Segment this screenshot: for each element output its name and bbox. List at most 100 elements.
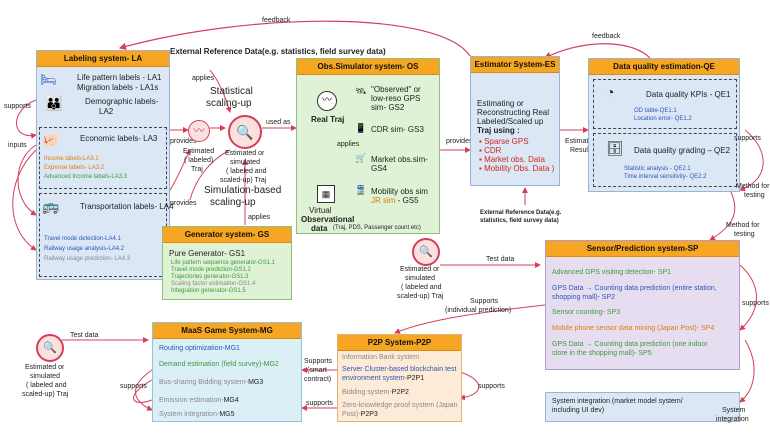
applies-gs-label: applies	[248, 214, 271, 221]
data-note-label: (Traj, PDS, Passenger count etc)	[333, 225, 421, 231]
est-sim-label-4: scaled-up) Traj	[220, 177, 267, 184]
est-sim-mid-label-4: scaled-up) Traj	[397, 293, 444, 300]
traj-search-icon-left: 🔍	[36, 334, 64, 362]
generator-panel: Generator system- GS Pure Generator- GS1…	[162, 226, 292, 300]
observational-label: Observational	[301, 215, 355, 224]
method-testing-label-2: testing	[744, 192, 765, 199]
supports-qe-label: supports	[734, 135, 761, 142]
feedback-right-label: feedback	[592, 33, 621, 40]
system-integration-panel: System integration (market model system/…	[545, 392, 740, 422]
traj-icon-labeled: 〰	[188, 120, 210, 142]
sp-item-2a: GPS Data → Counting data prediction (ent…	[552, 285, 717, 292]
mg-item-3: Bus-sharing Bidding system-MG3	[159, 379, 264, 386]
supports-right-label: supports	[742, 300, 769, 307]
economic-group: 🐖 Economic labels- LA3 Income labels-LA3…	[39, 127, 167, 189]
system-integration-label-2: integration	[716, 416, 749, 423]
piggy-bank-icon: 🐖	[42, 132, 60, 148]
data-quality-title: Data quality estimation-QE	[589, 59, 739, 75]
real-traj-label: Real Traj	[311, 115, 345, 124]
p2p-item-1: Information Bank system	[342, 354, 420, 361]
bus-icon: 🚌	[42, 198, 60, 214]
train-icon: 🚆	[355, 185, 367, 195]
mg-item-4: Emission estimation-MG4	[159, 397, 239, 404]
jr-sim-label: JR sim - GS5	[371, 196, 419, 205]
p2p-panel: P2P System-P2P Information Bank system S…	[337, 334, 462, 422]
simulation-based-label-2: scaling-up	[210, 197, 256, 208]
sp-item-2b: shopping mall)- SP2	[552, 294, 616, 301]
market-sim-label: Market obs.sim-	[371, 155, 428, 164]
gps-sim-label-3: sim- GS2	[371, 103, 405, 112]
sensor-prediction-panel: Sensor/Prediction system-SP Advanced GPS…	[545, 240, 740, 370]
os-applies-label: applies	[337, 141, 360, 148]
sp-item-1: Advanced GPS visiting detection- SP1	[552, 269, 672, 276]
est-sim-left-label-4: scaled-up) Traj	[22, 391, 69, 398]
mg-item-2: Demand estimation (field survey)-MG2	[159, 361, 279, 368]
feedback-top-label: feedback	[262, 17, 291, 24]
cdr-sim-label: CDR sim- GS3	[371, 125, 424, 134]
es-item-2: ▪ CDR	[479, 146, 502, 155]
satellite-icon: 🛰	[355, 86, 367, 96]
travel-mode-label: Travel mode detection-LA4.1	[44, 236, 121, 242]
supports-left-label: supports	[4, 103, 31, 110]
mg-item-1: Routing optimization-MG1	[159, 345, 240, 352]
gs-item-1: Life pattern sequence generator-GS1.1	[171, 260, 276, 266]
p2p-item-2b: environment system-P2P1	[342, 375, 425, 382]
method-testing-label-4: testing	[734, 231, 755, 238]
sp-item-5a: GPS Data → Counting data prediction (one…	[552, 341, 708, 348]
supports-pred-label: Supports	[470, 298, 499, 305]
gs-item-3: Trajectories generator-GS1.3	[171, 274, 249, 280]
location-error-label: Location error- QE1.2	[634, 116, 692, 122]
p2p-title: P2P System-P2P	[338, 335, 461, 351]
est-sim-mid-label-2: simulated	[405, 275, 435, 282]
gps-sim-label-2: low-reso GPS	[371, 94, 421, 103]
time-interval-label: Time interval sensitivity- QE2.2	[624, 174, 707, 180]
est-sim-label-2: simulated	[230, 159, 260, 166]
system-integration-label: System	[722, 407, 746, 414]
od-table-label: OD table-QE1.1	[634, 108, 677, 114]
statistic-analysis-label: Statistic analysis - QE2.1	[624, 166, 691, 172]
supports-p2p-label: supports	[306, 400, 333, 407]
est-sim-left-label: Estimated or	[25, 364, 65, 371]
kpi-group: ◔ Data quality KPIs - QE1 OD table-QE1.1…	[593, 79, 737, 129]
est-sim-label: Estimated or	[225, 150, 265, 157]
est-sim-label-3: ( labeled and	[226, 168, 267, 175]
es-line2: Reconstructing Real	[477, 108, 550, 117]
people-icon: 👪	[45, 95, 63, 111]
migration-label: Migration labels - LA1s	[77, 83, 159, 92]
mobility-sim-label: Mobility obs sim	[371, 187, 428, 196]
applies-top-label: applies	[192, 75, 215, 82]
provides-gs-label: provides	[170, 200, 197, 207]
real-traj-icon: 〰	[317, 91, 337, 111]
maas-game-title: MaaS Game System-MG	[153, 323, 301, 339]
statistical-scaling-label-2: scaling-up	[206, 98, 252, 109]
qr-icon: ▦	[317, 185, 335, 203]
used-as-label: used as	[266, 119, 291, 126]
demographic-label: Demographic labels-	[85, 97, 159, 106]
p2p-item-4a: Zero-knowledge proof system (Japan	[342, 402, 458, 409]
sensor-prediction-title: Sensor/Prediction system-SP	[546, 241, 739, 257]
sp-item-4: Mobile phone sensor data mining (Japan P…	[552, 325, 715, 332]
es-item-3: ▪ Market obs. Data	[479, 155, 545, 164]
demographic-label-2: LA2	[99, 107, 114, 116]
supports-smart-label: Supports	[304, 358, 333, 365]
maas-game-panel: MaaS Game System-MG Routing optimization…	[152, 322, 302, 422]
data-quality-panel: Data quality estimation-QE ◔ Data qualit…	[588, 58, 740, 192]
market-sim-label-2: GS4	[371, 164, 388, 173]
si-line1: System integration (market model system/	[552, 398, 683, 405]
ext-ref-mid-line1: External Reference Data(e.g.	[480, 210, 562, 216]
supports-mg-label: supports	[120, 383, 147, 390]
railway-usage-label: Railway usage analysis-LA4.2	[44, 246, 125, 252]
estimator-title: Estimator System-ES	[471, 57, 559, 73]
sp-item-5b: store in the shopping mall)- SP5	[552, 350, 652, 357]
estimated-labeled-label-3: Traj	[191, 166, 203, 173]
si-line2: including UI dev)	[552, 407, 605, 414]
est-sim-left-label-2: simulated	[30, 373, 60, 380]
kpi-label: Data quality KPIs - QE1	[646, 90, 731, 99]
advanced-income-label: Advanced Income labels-LA3.3	[44, 174, 128, 180]
ext-ref-top-line1: External Reference Data(e.g. statistics,…	[170, 47, 386, 56]
bed-icon: 🛏	[40, 72, 57, 87]
method-testing-label-3: Method for	[726, 222, 760, 229]
transportation-group: 🚌 Transportation labels- LA4 Travel mode…	[39, 193, 174, 277]
supports-pred-label-2: (individual prediction)	[445, 307, 512, 314]
gs-item-2: Travel mode prediction-GS1.2	[171, 267, 251, 273]
